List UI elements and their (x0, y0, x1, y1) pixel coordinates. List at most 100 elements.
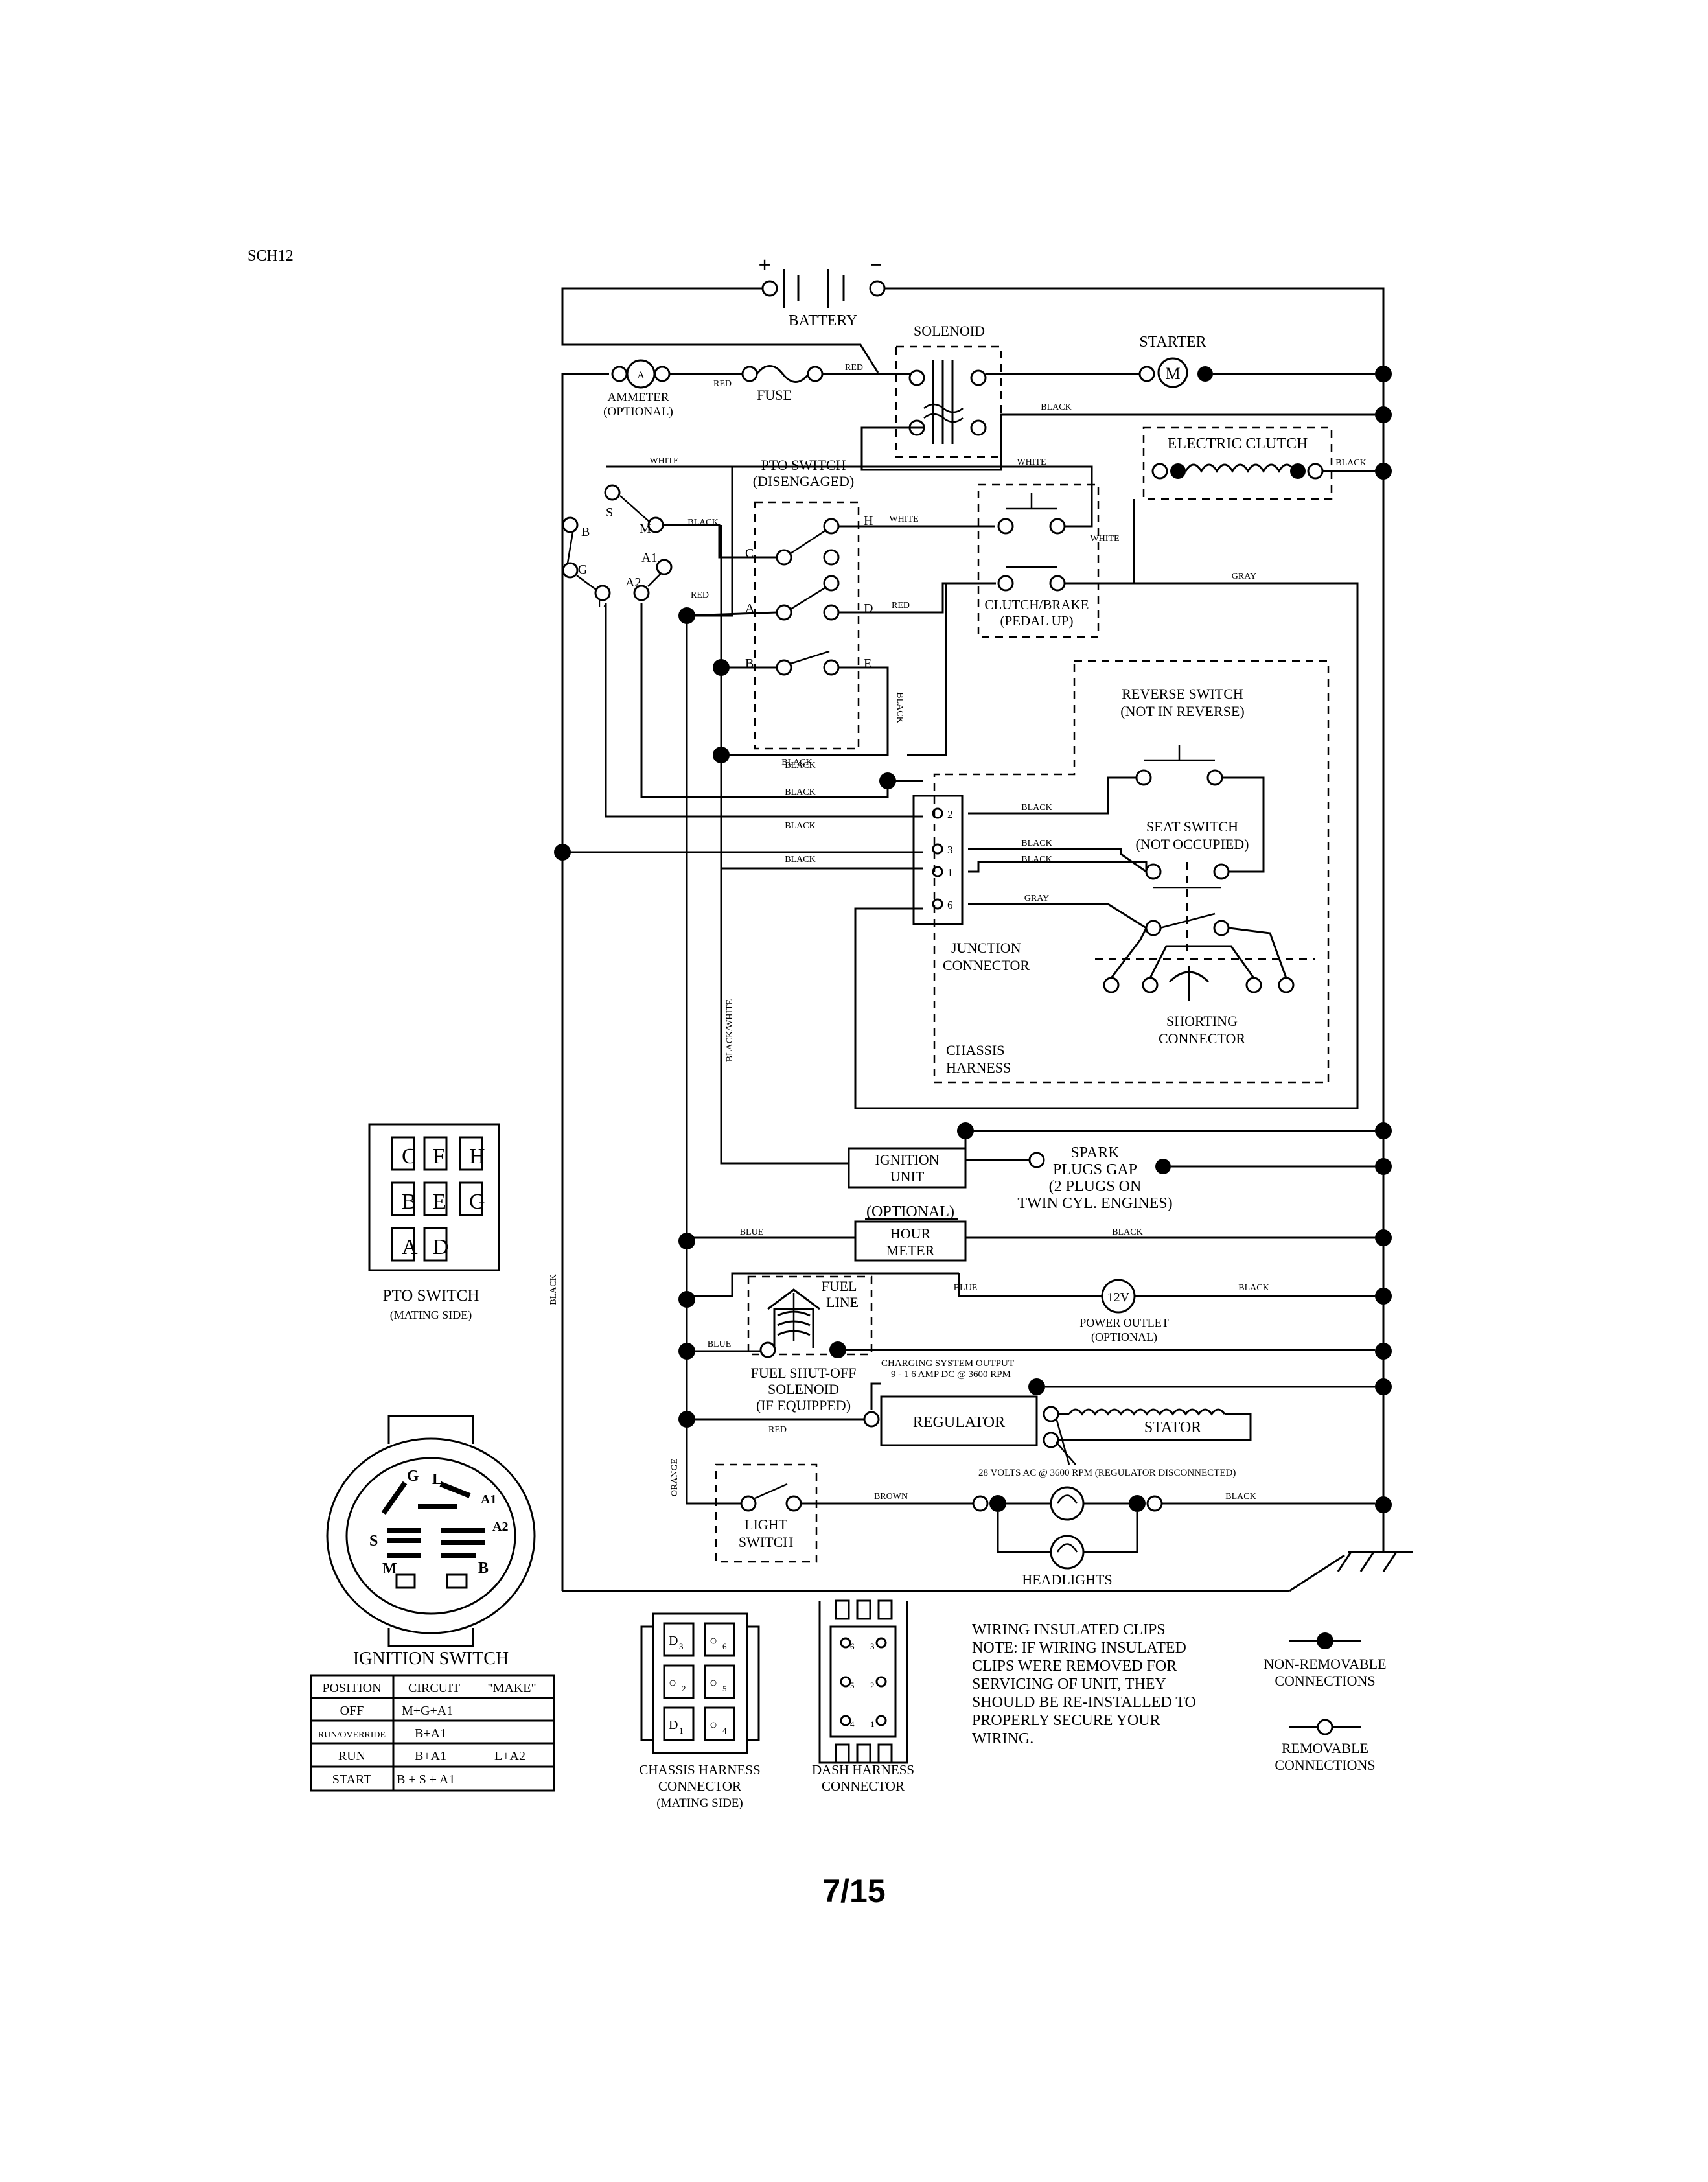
pto-terminal-h: H (864, 514, 873, 528)
solenoid-label: SOLENOID (914, 323, 985, 339)
wire-label-black: BLACK (1041, 402, 1071, 412)
clutch-brake-label: CLUTCH/BRAKE (984, 597, 1089, 612)
charging-output-label: CHARGING SYSTEM OUTPUT (881, 1358, 1014, 1369)
ignition-switch-table: POSITION CIRCUIT "MAKE" OFF M+G+A1 RUN/O… (310, 1674, 555, 1792)
shorting-connector-label-2: CONNECTOR (1159, 1030, 1245, 1047)
chassis-pin-1: 1 (679, 1726, 684, 1735)
table-cell: RUN (338, 1749, 365, 1763)
solenoid: SOLENOID (895, 323, 1002, 458)
pto-cell-label: D (433, 1235, 449, 1259)
regulator: CHARGING SYSTEM OUTPUT 9 - 1 6 AMP DC @ … (687, 1358, 1375, 1448)
chassis-connector-label-3: (MATING SIDE) (656, 1796, 743, 1810)
battery: + − BATTERY (561, 253, 1385, 379)
hour-meter-optional: (OPTIONAL) (866, 1203, 954, 1220)
pto-cell-label: F (433, 1144, 445, 1168)
stator-label: STATOR (1144, 1419, 1201, 1436)
terminal-l: L (597, 596, 605, 610)
dash-connector-label-2: CONNECTOR (822, 1778, 905, 1794)
sheet-code: SCH12 (248, 248, 294, 264)
removable-connection-icon (1317, 1719, 1333, 1735)
pto-mating-cell-g: G (459, 1181, 485, 1216)
spark-plugs: SPARK PLUGS GAP (2 PLUGS ON TWIN CYL. EN… (1017, 1144, 1172, 1212)
terminal-m: M (640, 522, 651, 536)
pto-switch: PTO SWITCH (DISENGAGED) C H A D B E (745, 457, 873, 750)
legend: NON-REMOVABLE CONNECTIONS REMOVABLE CONN… (1264, 1632, 1387, 1773)
wire-label-red: RED (892, 601, 910, 610)
ignition-face-l: L (432, 1471, 443, 1488)
junction-label-2: CONNECTOR (943, 957, 1030, 973)
wire-label-orange: ORANGE (670, 1459, 680, 1496)
fuel-solenoid-label: FUEL SHUT-OFF (751, 1365, 857, 1381)
dash-pin-5: 5 (850, 1680, 855, 1690)
pto-terminal-e: E (864, 656, 871, 671)
wire-label-red: RED (713, 379, 732, 389)
wire-label-black: BLACK (785, 855, 815, 865)
wire-label-black: BLACK (1112, 1227, 1142, 1237)
legend-non-removable: NON-REMOVABLE (1264, 1656, 1386, 1672)
legend-removable: REMOVABLE (1282, 1740, 1368, 1756)
power-outlet-label: POWER OUTLET (1079, 1316, 1168, 1329)
pto-mating-cell-c: C (391, 1136, 417, 1171)
spark-plugs-label: SPARK (1070, 1144, 1120, 1161)
terminal-b: B (581, 525, 590, 539)
junction-pin-3: 3 (947, 844, 953, 856)
shorting-connector: SHORTING CONNECTOR (1095, 927, 1315, 1047)
fuse-label: FUSE (757, 387, 792, 403)
terminal-g: G (578, 563, 587, 577)
table-cell: START (332, 1772, 372, 1787)
ammeter-optional: (OPTIONAL) (603, 405, 673, 419)
reverse-switch: REVERSE SWITCH (NOT IN REVERSE) (968, 686, 1265, 873)
ignition-face-m: M (382, 1561, 397, 1577)
table-header-circuit: CIRCUIT (408, 1681, 460, 1695)
table-header-make: "MAKE" (487, 1681, 536, 1695)
note-line: NOTE: IF WIRING INSULATED (972, 1640, 1186, 1656)
wire-label-white: WHITE (649, 456, 678, 466)
junction-pin-1: 1 (947, 866, 953, 879)
table-cell: RUN/OVERRIDE (318, 1730, 386, 1740)
shorting-connector-label: SHORTING (1166, 1013, 1238, 1029)
note-line: CLIPS WERE REMOVED FOR (972, 1658, 1177, 1675)
charging-output-rating: 9 - 1 6 AMP DC @ 3600 RPM (891, 1369, 1011, 1380)
table-cell: B + S + A1 (397, 1772, 455, 1787)
power-outlet-optional: (OPTIONAL) (1091, 1330, 1157, 1344)
note-line: WIRING. (972, 1730, 1033, 1747)
ignition-unit-label: IGNITION (875, 1152, 940, 1168)
wire-label-brown: BROWN (874, 1492, 908, 1502)
dash-pin-6: 6 (850, 1642, 855, 1651)
wiring-note: WIRING INSULATED CLIPS NOTE: IF WIRING I… (972, 1621, 1196, 1747)
wire-label-blue: BLUE (740, 1227, 764, 1237)
hour-meter: (OPTIONAL) HOUR METER BLUE BLACK (687, 1203, 1375, 1262)
light-switch: LIGHT SWITCH ORANGE BROWN (670, 1419, 973, 1563)
dash-pin-4: 4 (850, 1719, 855, 1729)
clutch-brake-state: (PEDAL UP) (1000, 613, 1074, 629)
hour-meter-label: HOUR (890, 1225, 931, 1242)
pto-mating-cell-f: F (423, 1136, 448, 1171)
ground-icon (1337, 1510, 1413, 1572)
table-cell: B+A1 (415, 1749, 446, 1763)
non-removable-connection-icon (1317, 1632, 1333, 1649)
fuse: FUSE RED RED (669, 363, 910, 403)
chassis-pin-5: 5 (722, 1684, 727, 1693)
wire-label-red: RED (845, 363, 863, 373)
chassis-pin-6: 6 (722, 1642, 727, 1651)
ignition-face-s: S (369, 1533, 378, 1549)
wire-label-black: BLACK (781, 758, 812, 767)
wire-label-blue: BLUE (708, 1340, 732, 1349)
legend-non-removable-2: CONNECTIONS (1275, 1673, 1375, 1689)
pto-terminal-d: D (864, 601, 873, 616)
ammeter: A AMMETER (OPTIONAL) (561, 359, 673, 505)
wire-label-white: WHITE (1017, 458, 1046, 467)
ignition-switch-face: G L A1 A2 S M B IGNITION SWITCH (326, 1415, 536, 1669)
fuel-solenoid: BLUE BLUE FUEL LINE FUEL SHUT-OFF SOLENO… (687, 1272, 1375, 1413)
seat-switch: SEAT SWITCH (NOT OCCUPIED) (968, 818, 1249, 953)
pto-cell-label: A (402, 1235, 418, 1259)
terminal-a2: A2 (625, 575, 641, 590)
table-cell: OFF (340, 1704, 364, 1718)
ignition-face-a1: A1 (481, 1492, 496, 1507)
wire-label-white: WHITE (1090, 534, 1119, 544)
dash-harness-connector: 6 3 5 2 4 1 DASH HARNESS CONNECTOR (812, 1599, 914, 1794)
wire-label-black: BLACK (1021, 803, 1052, 813)
page-number: 7/15 (822, 1873, 885, 1909)
